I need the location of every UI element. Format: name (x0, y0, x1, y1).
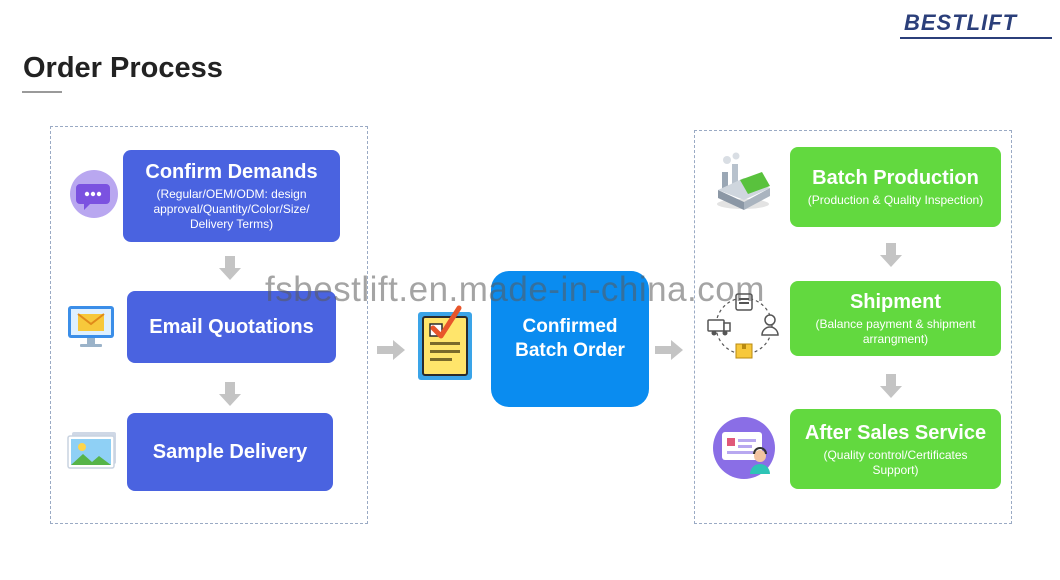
right-arrow-icon (377, 340, 405, 360)
chat-bubble-icon (68, 168, 120, 220)
logo-text: BESTLIFT (904, 10, 1018, 35)
confirm-demands-title: Confirm Demands (145, 161, 318, 183)
down-arrow-icon (219, 382, 241, 406)
right-panel (694, 130, 1012, 524)
confirm-demands-box: Confirm Demands (Regular/OEM/ODM: design… (123, 150, 340, 242)
right-arrow-icon (655, 340, 683, 360)
brand-logo: BESTLIFT (900, 10, 1055, 40)
email-monitor-icon (66, 302, 116, 350)
after-sales-service-subtitle: (Quality control/Certificates Support) (823, 447, 968, 477)
shipment-title: Shipment (849, 291, 942, 313)
page-title: Order Process (23, 52, 223, 84)
sample-delivery-title: Sample Delivery (152, 441, 308, 463)
down-arrow-icon (880, 243, 902, 267)
batch-production-subtitle: (Production & Quality Inspection) (807, 193, 984, 207)
shipment-subtitle: (Balance payment & shipment arrangment) (815, 317, 976, 346)
email-quotations-title: Email Quotations (149, 316, 314, 338)
sample-delivery-box: Sample Delivery (127, 413, 333, 491)
email-quotations-box: Email Quotations (127, 291, 336, 363)
logo-rule (900, 37, 1052, 39)
shipment-box: Shipment (Balance payment & shipment arr… (790, 281, 1001, 356)
down-arrow-icon (219, 256, 241, 280)
checklist-icon (414, 302, 482, 382)
picture-icon (66, 430, 120, 472)
after-sales-service-title: After Sales Service (804, 421, 987, 444)
factory-icon (712, 150, 774, 212)
batch-production-box: Batch Production (Production & Quality I… (790, 147, 1001, 227)
logistics-cycle-icon (706, 290, 782, 362)
left-panel (50, 126, 368, 524)
title-underline (22, 91, 62, 93)
support-card-icon (712, 416, 776, 480)
batch-production-title: Batch Production (812, 167, 979, 189)
confirmed-batch-order-box: Confirmed Batch Order (491, 271, 649, 407)
confirm-demands-subtitle: (Regular/OEM/ODM: design approval/Quanti… (153, 187, 310, 231)
down-arrow-icon (880, 374, 902, 398)
after-sales-service-box: After Sales Service (Quality control/Cer… (790, 409, 1001, 489)
confirmed-batch-order-title: Confirmed Batch Order (515, 316, 625, 361)
